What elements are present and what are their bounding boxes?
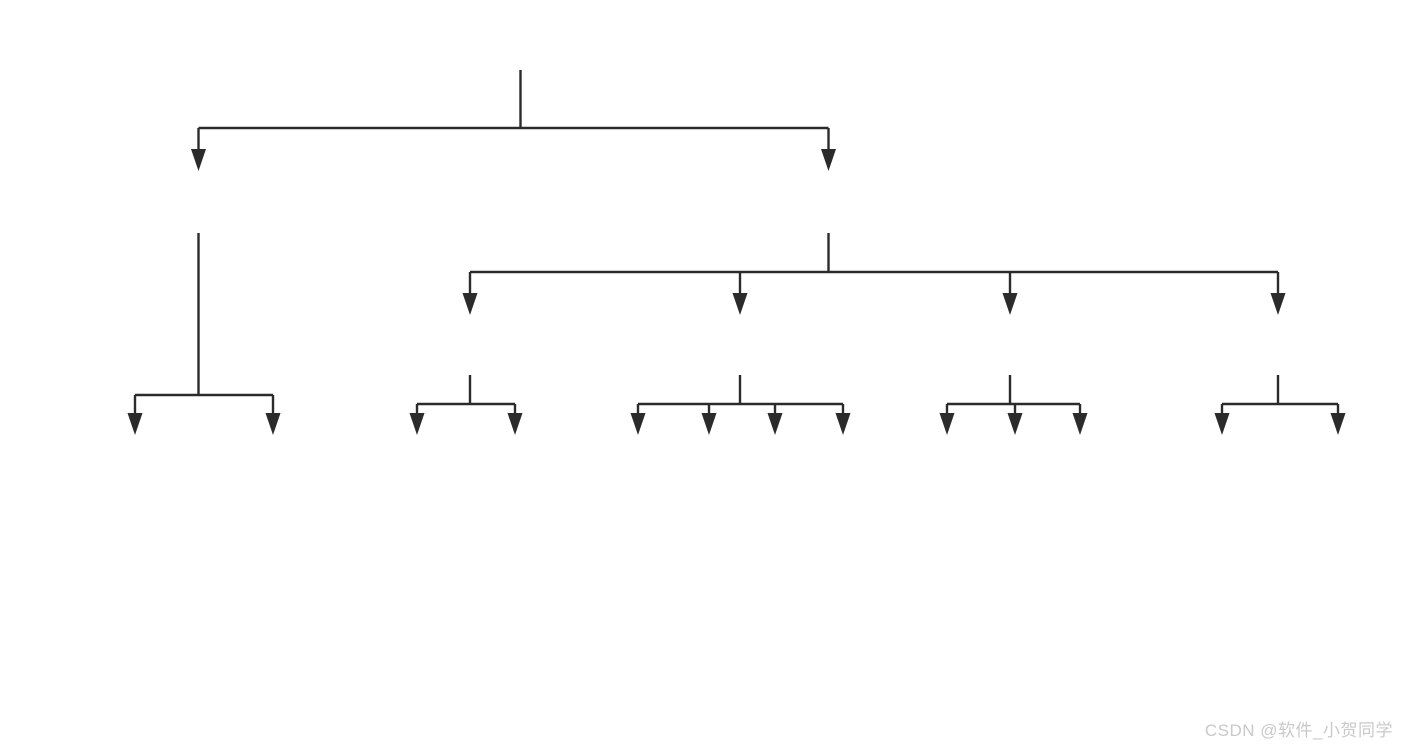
edge-login-to-leaves [127,233,281,435]
arrow-head-icon [701,413,717,435]
edge-record-leaves [1214,375,1346,435]
arrow-head-icon [1007,413,1023,435]
arrow-head-icon [507,413,523,435]
edge-borrow-leaves [630,375,851,435]
csdn-watermark: CSDN @软件_小贺同学 [1204,721,1393,740]
arrow-head-icon [821,149,836,171]
arrow-head-icon [1270,293,1286,315]
arrow-head-icon [939,413,955,435]
arrow-head-icon [732,293,748,315]
edge-book-to-level3 [462,233,1286,315]
arrow-head-icon [630,413,646,435]
arrow-head-icon [767,413,783,435]
arrow-head-icon [462,293,478,315]
arrow-head-icon [127,413,143,435]
arrow-head-icon [1072,413,1088,435]
arrow-head-icon [409,413,425,435]
edge-newbook-leaves [409,375,523,435]
connectors-layer [127,70,1346,435]
arrow-head-icon [835,413,851,435]
edge-root-to-level2 [191,70,836,171]
arrow-head-icon [191,149,206,171]
arrow-head-icon [1002,293,1018,315]
arrow-head-icon [265,413,281,435]
edge-current-leaves [939,375,1088,435]
arrow-head-icon [1214,413,1230,435]
arrow-head-icon [1330,413,1346,435]
